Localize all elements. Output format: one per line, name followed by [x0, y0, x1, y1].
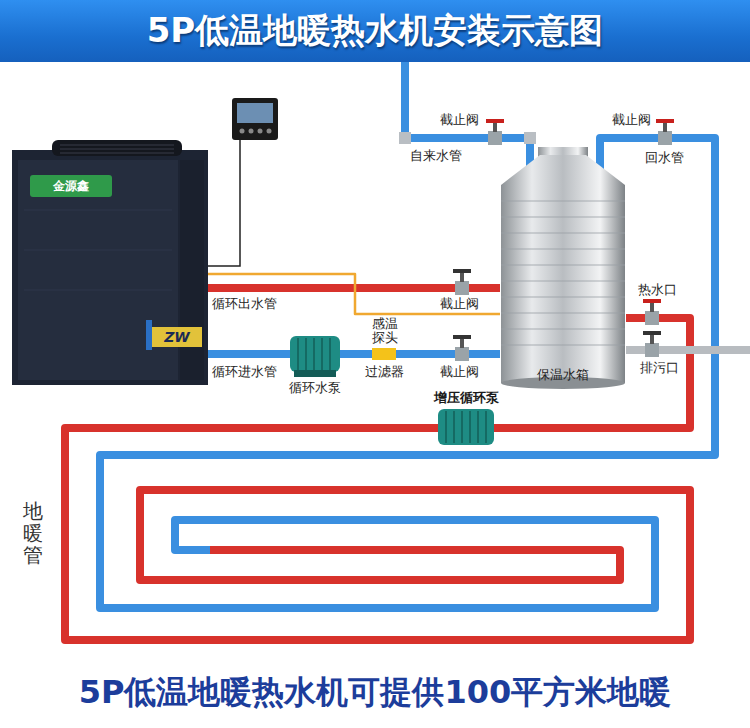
- booster-box: 增压循环泵: [420, 390, 512, 448]
- part-label: 截止阀: [440, 296, 479, 311]
- pipe-label: 感温 探头: [372, 317, 401, 345]
- stop-valve: [453, 335, 471, 361]
- stop-valve: [643, 299, 661, 325]
- node-text: 循环水泵: [289, 380, 341, 395]
- pipe-label: 循环出水管: [212, 296, 277, 311]
- part-label: 截止阀: [440, 364, 479, 379]
- controller-panel: [232, 98, 278, 140]
- stop-valve: [486, 119, 504, 145]
- node-text: 增压循环泵: [434, 390, 499, 405]
- part-label: 截止阀: [612, 112, 651, 127]
- pipe-label: 循环进水管: [212, 364, 277, 379]
- filter-box: 过滤器: [360, 346, 408, 380]
- inlet-pipe: [208, 350, 280, 358]
- stop-valve: [656, 119, 674, 145]
- circulation-pump: [280, 330, 350, 378]
- pipe-label: 回水管: [645, 150, 684, 165]
- inlet-pipe: [350, 350, 360, 358]
- controller-wire: [208, 140, 240, 266]
- stop-valve: [643, 331, 661, 357]
- title-text: 5P低温地暖热水机安装示意图: [0, 9, 750, 51]
- drain-pipe: [626, 346, 750, 354]
- heat-pump-unit: 金源鑫 ZW: [12, 140, 208, 385]
- return-pipe: [100, 138, 715, 470]
- insulated-tank: [500, 145, 626, 395]
- filter-symbol: [360, 346, 408, 362]
- caption-text: 5P低温地暖热水机可提供100平方米地暖: [0, 670, 750, 714]
- floor-heating-coil: [15, 470, 720, 655]
- node-text: 金源鑫: [53, 175, 89, 197]
- inlet-pipe: [408, 350, 500, 358]
- node-text: 地暖管: [23, 500, 43, 566]
- node-text: ZW: [164, 327, 190, 347]
- tap-water-pipe: [405, 62, 530, 146]
- heat-pump-unit: [12, 140, 208, 385]
- part-label: 自来水管: [410, 148, 462, 163]
- floor-coil: 地暖管: [15, 470, 720, 655]
- sensor-wire: [208, 274, 500, 314]
- water-tank: 保温水箱: [500, 145, 626, 395]
- node-text: 过滤器: [365, 364, 404, 379]
- pump-box: 循环水泵: [280, 330, 350, 396]
- part-label: 热水口: [638, 282, 677, 297]
- stop-valve: [453, 269, 471, 295]
- supply-pipe: [65, 428, 420, 470]
- pipe-elbow: [399, 132, 411, 144]
- pipe-elbow: [524, 132, 536, 144]
- node-text: 保温水箱: [537, 367, 589, 382]
- part-label: 截止阀: [440, 112, 479, 127]
- part-label: 排污口: [640, 360, 679, 375]
